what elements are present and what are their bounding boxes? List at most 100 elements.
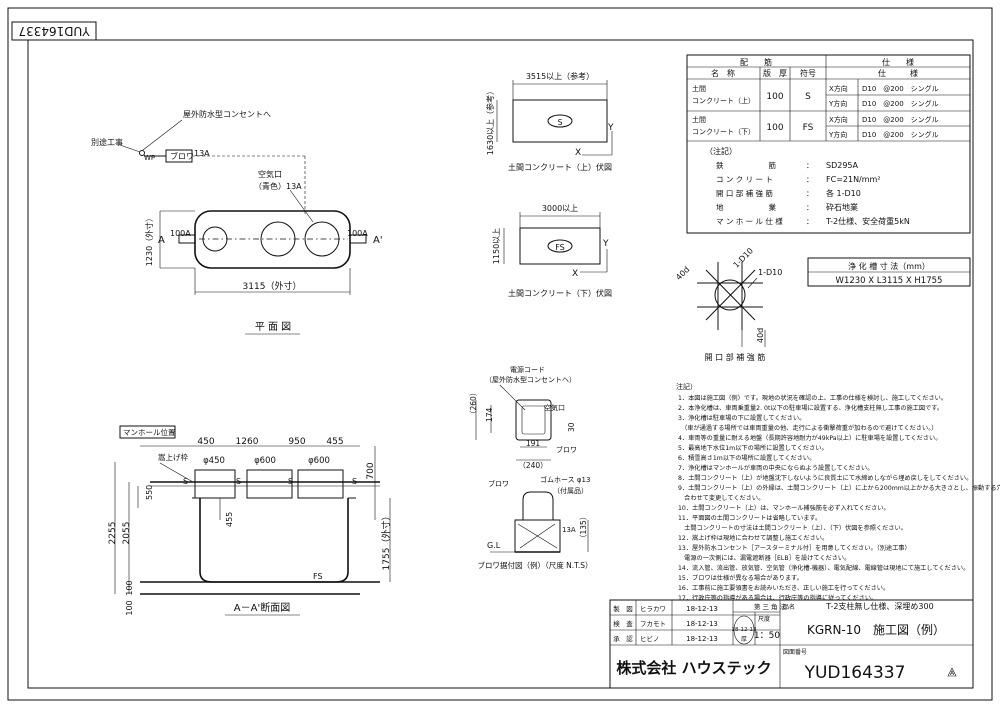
spec-note-4-k: マ ン ホ ー ル 仕 様 <box>716 216 783 226</box>
spec-row1-name2: コンクリート（上） <box>692 96 755 105</box>
spec-row1-dir2: Y方向 <box>828 99 847 108</box>
spec-row2-dir2: Y方向 <box>828 130 847 139</box>
plan-section-a: A <box>158 235 165 246</box>
spec-header-code: 符号 <box>800 68 816 78</box>
spec-row2-code: FS <box>803 123 814 133</box>
remark-7: 6．積雪高さ1m以下の場所に設置してください。 <box>678 454 815 462</box>
blower-d174: 174 <box>485 407 494 422</box>
plan-blower: ブロワ <box>170 151 194 161</box>
slab-lower-x: X <box>572 269 578 279</box>
section-d2255: 2255 <box>108 522 118 545</box>
section-d1260: 1260 <box>236 437 259 447</box>
slab-lower-rect <box>519 227 601 265</box>
section-d100a: 100 <box>125 580 134 595</box>
remark-21: 17．行政庁等の指導がある場合は、行政庁等の指導に従ってください。 <box>678 594 877 602</box>
blower-hose-2: （付属品） <box>553 486 588 495</box>
size-box-title: 浄 化 槽 寸 法（mm） <box>848 261 930 271</box>
tb-r2-date: 18-12-13 <box>686 620 718 628</box>
blower-hose: ゴムホース φ13 <box>540 475 590 484</box>
spec-title-left: 配 筋 <box>740 57 772 67</box>
remark-2: 2．本浄化槽は、車両乗重量2. 0t以下の駐車場に設置する、浄化槽支柱無し工事の… <box>678 404 943 412</box>
spec-row1-spec2: D10 @200 シングル <box>862 99 939 108</box>
spec-note-1-k: コ ン ク リ ー ト <box>716 175 773 184</box>
spec-row2-name1: 土間 <box>692 115 706 124</box>
spec-row2-thick: 100 <box>766 123 783 133</box>
spec-row1-thick: 100 <box>766 92 783 102</box>
spec-row2-spec2: D10 @200 シングル <box>862 130 939 139</box>
spec-header-thick: 版 厚 <box>763 68 787 78</box>
tb-name-label: 品名 <box>783 603 795 611</box>
spec-row2-spec1: D10 @200 シングル <box>862 115 939 124</box>
blower-top-body <box>515 399 552 441</box>
section-d550: 550 <box>145 485 154 500</box>
spec-row1-spec1: D10 @200 シングル <box>862 84 939 93</box>
remark-9: 8．土間コンクリート（上）が地盤沈下しないように良質土にて水締めしながら埋め戻し… <box>678 474 972 482</box>
remarks-block: 注記） 1．本図は施工図（例）です。現地の状況を確認の上、工事の仕様を検討し、施… <box>676 382 1000 602</box>
slab-upper-x: X <box>575 148 581 158</box>
blower-detail: 電源コード （屋外防水型コンセントへ） 空気口 （260） 174 30 ブロワ… <box>469 365 592 570</box>
plan-inlet: 100A <box>170 229 191 238</box>
slab-lower-dim-h: 1150以上 <box>492 228 501 264</box>
spec-note-3-v: 砕石地業 <box>826 202 858 212</box>
remark-12: 10．土間コンクリート（上）は、マンホール補強筋を必ず入れてください。 <box>678 504 890 512</box>
tb-scale: 1：50 <box>754 631 780 641</box>
opening-40d-a: 40d <box>674 265 691 282</box>
remark-15: 12．嵩上げ枠は現地に合わせて調整し施工ください。 <box>678 534 828 542</box>
tb-r1-name: ヒラカワ <box>640 605 666 613</box>
slab-upper-dim-h: 1630以上（参考） <box>485 87 495 155</box>
spec-note-0-k: 鉄 筋 <box>716 160 776 170</box>
svg-text:：: ： <box>806 217 814 226</box>
spec-note-3-k: 地 業 <box>716 202 776 212</box>
svg-text:：: ： <box>806 175 814 184</box>
size-box: 浄 化 槽 寸 法（mm） W1230 X L3115 X H1755 <box>807 257 971 287</box>
remark-6: 5．最高地下水位1m以下の場所に設置してください。 <box>678 444 828 452</box>
section-d455b: 455 <box>225 512 234 527</box>
slab-upper-caption: 土間コンクリート（上）伏図 <box>508 162 612 172</box>
spec-notes-title: （注記） <box>705 146 737 156</box>
plan-view: 別途工事 屋外防水型コンセントへ WP ブロワ 13A 空気口 （青色）13A … <box>91 109 383 335</box>
remark-16: 13．屋外防水コンセント［アースターミナル付］を用意してください。（別途工事） <box>678 544 911 552</box>
blower-gl: G.L <box>487 541 501 550</box>
remark-8: 7．浄化槽はマンホールが車両の中央にならぬよう設置してください。 <box>678 464 873 472</box>
tb-r3-role: 承 認 <box>613 634 633 643</box>
svg-text:：: ： <box>806 161 814 170</box>
slab-upper-dim-w: 3515以上（参考） <box>526 71 594 81</box>
blower-d260: （260） <box>469 389 478 418</box>
slab-upper-view: 3515以上（参考） 1630以上（参考） S Y X 土間コンクリート（上）伏… <box>485 71 614 172</box>
remark-17: 電源の一次側には、漏電遮断器［ELB］を設けてください。 <box>678 554 850 562</box>
spec-title-right: 仕 様 <box>882 57 914 67</box>
blower-cord-2: （屋外防水型コンセントへ） <box>485 375 576 384</box>
slab-lower-mark: FS <box>555 243 565 252</box>
tb-r2-role: 検 査 <box>613 619 633 628</box>
section-manhole: マンホール位置 <box>123 427 176 437</box>
remark-4: （車が通過する場所では車両重量の他、走行による衝撃荷重が加わるので避けてください… <box>678 424 938 432</box>
section-d1755: 1755（外寸） <box>380 512 392 571</box>
spec-note-2-k: 開 口 部 補 強 筋 <box>716 188 773 198</box>
remark-11: 合わせて変更してください。 <box>678 494 764 502</box>
spec-row1-dir1: X方向 <box>829 84 848 93</box>
tb-name-top: T-2支柱無し仕様、深埋め300 <box>825 601 933 611</box>
blower-cord: 電源コード <box>510 365 545 374</box>
section-riser: 嵩上げ枠 <box>158 452 188 462</box>
spec-row2-dir1: X方向 <box>829 115 848 124</box>
tb-r2-name: フカモト <box>640 620 666 628</box>
plan-wp: WP <box>144 154 155 162</box>
corner-code: YUD164337 <box>18 24 90 38</box>
slab-upper-y: Y <box>607 123 614 133</box>
plan-air-port: 空気口 <box>258 169 282 179</box>
spec-note-1-v: FC=21N/mm² <box>826 175 881 184</box>
spec-header-name: 名 称 <box>711 68 735 78</box>
opening-40d-b: 40d <box>756 328 765 343</box>
section-d100b: 100 <box>125 600 134 615</box>
section-d450: 450 <box>197 437 214 447</box>
tank-outline <box>194 210 351 269</box>
blower-label-side: ブロワ <box>488 479 509 488</box>
tb-angle: 第 三 角 法 <box>754 602 787 611</box>
slab-upper-rect <box>512 99 608 143</box>
section-view: マンホール位置 嵩上げ枠 450 1260 950 455 φ450 φ600 … <box>108 425 392 616</box>
spec-row1-name1: 土間 <box>692 84 706 93</box>
tb-r3-name: ヒビノ <box>640 634 660 643</box>
corner-code-box <box>11 21 97 41</box>
outer-border <box>7 7 993 701</box>
